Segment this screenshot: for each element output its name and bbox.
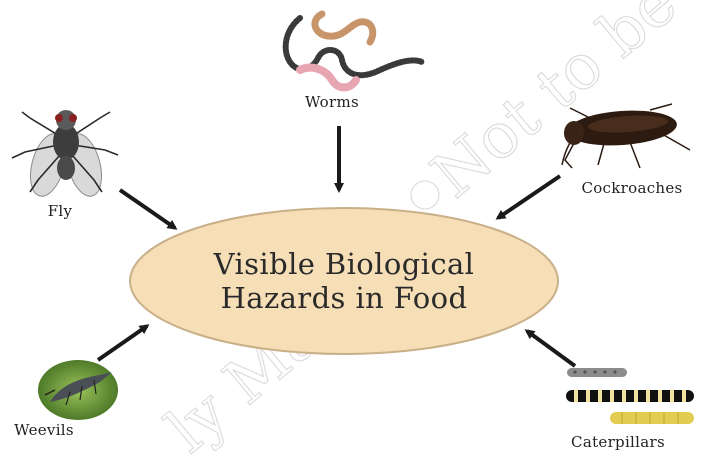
caterpillars-node: Caterpillars xyxy=(566,368,694,451)
center-title-line1: Visible Biological xyxy=(213,247,475,281)
fly-icon xyxy=(12,110,118,200)
fly-label: Fly xyxy=(48,202,73,220)
cockroaches-label: Cockroaches xyxy=(581,179,682,197)
weevils-label: Weevils xyxy=(14,421,74,439)
fly-node: Fly xyxy=(12,110,118,220)
arrow-caterpillars xyxy=(527,331,575,366)
weevils-node: Weevils xyxy=(14,360,118,439)
arrow-cockroaches xyxy=(498,176,560,218)
arrow-fly xyxy=(120,190,175,228)
arrow-weevils xyxy=(98,326,147,360)
weevil-icon xyxy=(38,360,118,420)
cockroach-icon xyxy=(562,104,690,168)
caterpillar-icon xyxy=(566,368,694,424)
worms-label: Worms xyxy=(305,93,359,111)
worms-icon xyxy=(286,14,422,88)
center-title-line2: Hazards in Food xyxy=(221,281,468,315)
caterpillars-label: Caterpillars xyxy=(571,433,665,451)
cockroaches-node: Cockroaches xyxy=(562,104,690,197)
center-node: Visible Biological Hazards in Food xyxy=(130,208,558,354)
worms-node: Worms xyxy=(286,14,422,111)
